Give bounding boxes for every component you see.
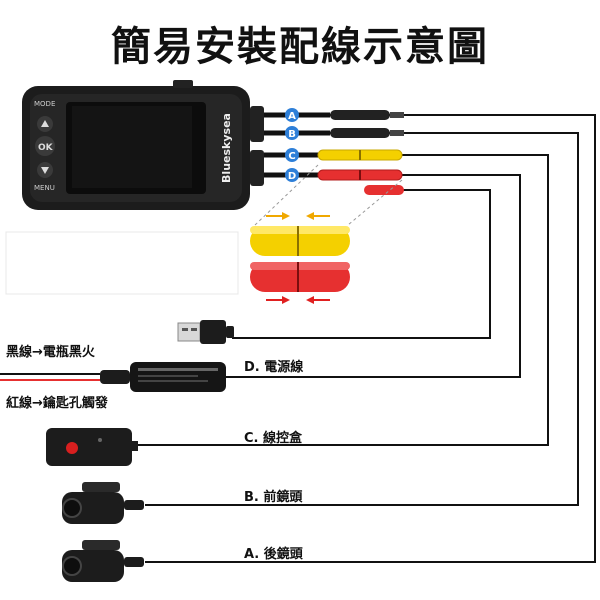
connector-c bbox=[317, 149, 403, 161]
svg-text:C: C bbox=[288, 151, 295, 162]
svg-text:A: A bbox=[288, 111, 296, 122]
rear-camera-label: A. 後鏡頭 bbox=[244, 547, 303, 562]
power-box bbox=[0, 362, 226, 392]
power-cable-label: D. 電源線 bbox=[244, 360, 304, 375]
routing-wires bbox=[135, 114, 596, 563]
wire-b-route bbox=[145, 132, 579, 506]
brand-logo: Blueskysea bbox=[220, 113, 233, 183]
page-title: 簡易安裝配線示意圖 bbox=[111, 24, 489, 70]
wire-remote bbox=[46, 428, 138, 466]
dashcam: MODE OK MENU Blueskysea bbox=[22, 80, 264, 210]
ok-button-label: OK bbox=[38, 143, 54, 153]
wire-a-route bbox=[145, 114, 596, 563]
svg-text:D: D bbox=[288, 171, 296, 182]
wire-remote-label: C. 線控盒 bbox=[244, 431, 303, 446]
wire-d-route bbox=[220, 174, 521, 378]
blank-panel bbox=[5, 231, 239, 295]
rear-camera bbox=[62, 540, 144, 582]
down-button[interactable] bbox=[37, 162, 53, 178]
up-button[interactable] bbox=[37, 116, 53, 132]
wire-c-route bbox=[135, 154, 549, 446]
badge-c: C bbox=[285, 148, 299, 162]
connector-b bbox=[330, 128, 404, 138]
black-leads bbox=[264, 112, 330, 178]
ok-button[interactable] bbox=[35, 136, 55, 156]
badge-b: B bbox=[285, 126, 299, 140]
svg-text:B: B bbox=[288, 129, 296, 140]
power-plug-red bbox=[364, 185, 404, 195]
black-wire-label: 黑線→電瓶黑火 bbox=[6, 345, 95, 360]
menu-button-label: MENU bbox=[34, 184, 55, 192]
front-camera-label: B. 前鏡頭 bbox=[244, 490, 303, 505]
badge-a: A bbox=[285, 108, 299, 122]
connector-a bbox=[330, 110, 404, 120]
front-camera bbox=[62, 482, 144, 524]
arrow-yellow-left-icon bbox=[306, 212, 330, 220]
arrow-red-right-icon bbox=[266, 296, 290, 304]
zoom-callout-lines bbox=[254, 164, 403, 226]
connector-zoom bbox=[250, 212, 350, 304]
connector-d bbox=[317, 169, 403, 181]
mode-button-label: MODE bbox=[34, 100, 55, 108]
badge-d: D bbox=[285, 168, 299, 182]
usb-plug bbox=[177, 320, 234, 344]
usb-cable-route bbox=[232, 189, 491, 339]
arrow-red-left-icon bbox=[306, 296, 330, 304]
arrow-yellow-right-icon bbox=[266, 212, 290, 220]
red-wire-label: 紅線→鑰匙孔觸發 bbox=[6, 396, 108, 411]
